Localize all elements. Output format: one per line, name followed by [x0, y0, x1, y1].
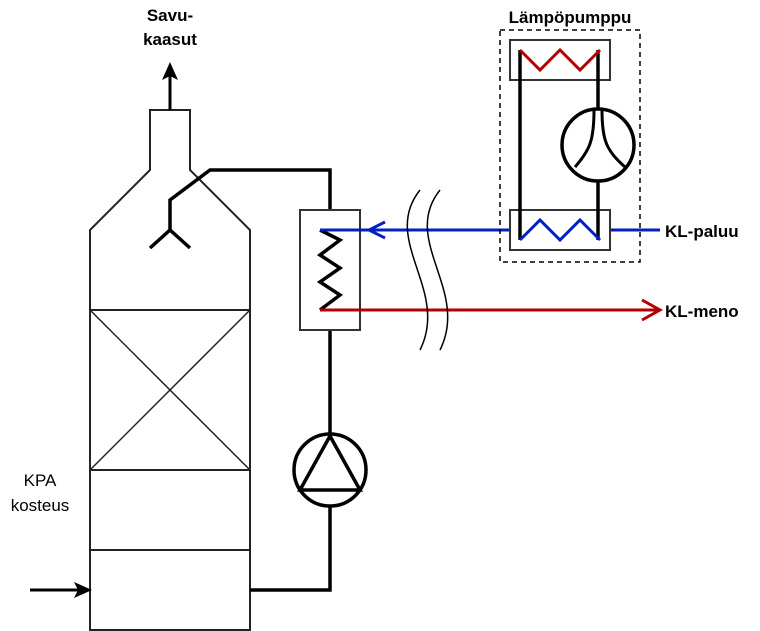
- evaporator: [509, 209, 611, 251]
- compressor: [560, 107, 636, 183]
- circulation-pipe-bottom: [250, 330, 332, 592]
- kpa-label-1: KPA: [24, 471, 57, 490]
- evaporator-coil: [518, 217, 602, 243]
- scrubber-tower: [89, 109, 251, 631]
- kl-return-arrowhead: [365, 220, 386, 240]
- heat-exchanger-coil: [316, 228, 344, 312]
- circulation-pipe-top: [168, 168, 332, 230]
- pipe-break-mark-1: [406, 189, 429, 351]
- pipe-break-mark-2: [426, 189, 449, 351]
- kl-supply-label: KL-meno: [665, 302, 739, 321]
- heat-pump-boundary: [499, 29, 641, 263]
- heat-pump-label: Lämpöpumppu: [509, 8, 632, 27]
- flue-gas-arrowhead: [162, 62, 178, 80]
- kpa-label-2: kosteus: [11, 496, 70, 515]
- flue-gas-label-2: kaasut: [143, 30, 197, 49]
- compressor-symbol: [573, 109, 627, 169]
- pump-triangle: [297, 432, 363, 492]
- flue-gas-label-1: Savu-: [147, 6, 193, 25]
- condenser-coil: [518, 47, 602, 73]
- packing-cross-2: [89, 309, 251, 471]
- kl-supply-arrowhead: [641, 298, 664, 322]
- kl-return-label: KL-paluu: [665, 222, 739, 241]
- pump: [292, 432, 368, 508]
- kpa-inlet-arrowhead: [74, 582, 92, 598]
- spray-nozzle: [148, 227, 192, 250]
- heat-exchanger: [299, 209, 361, 331]
- condenser: [509, 39, 611, 81]
